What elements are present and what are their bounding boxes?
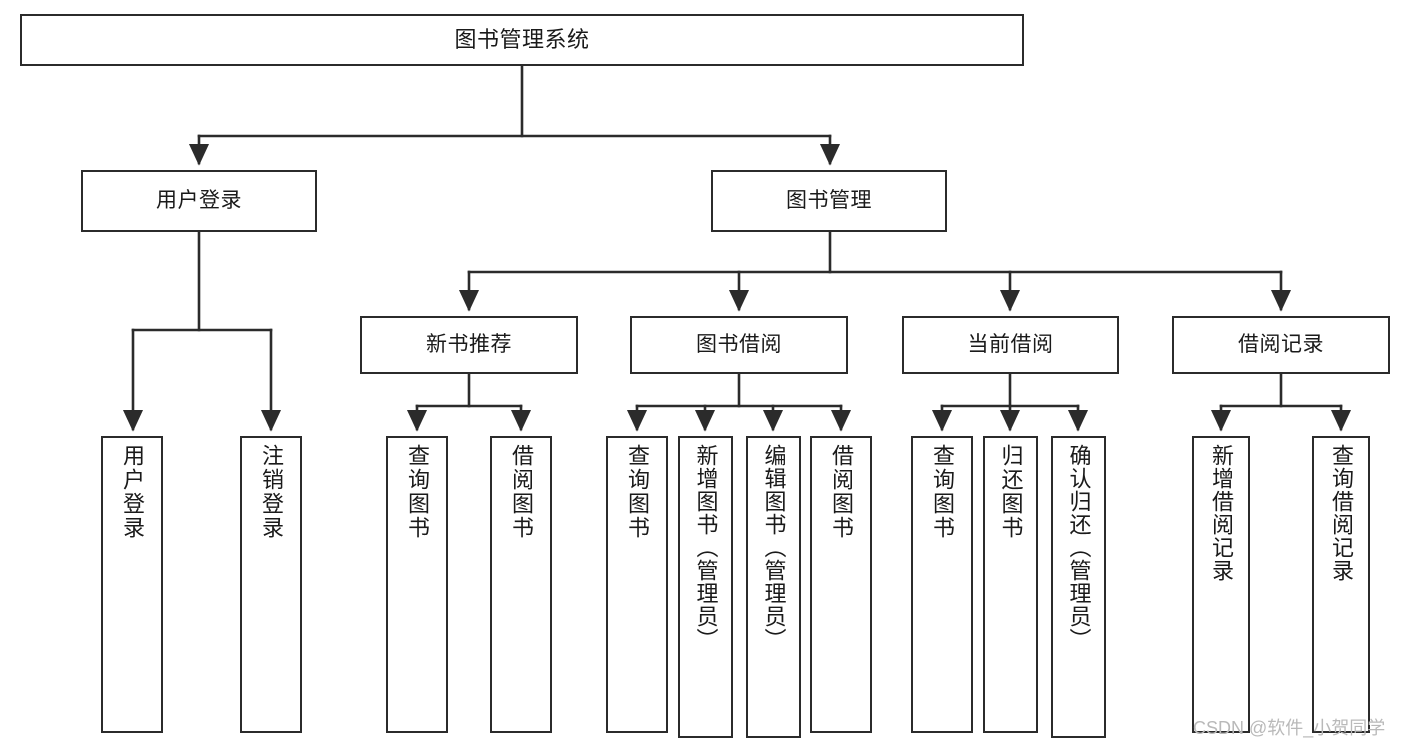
node-label: 查询图书 bbox=[625, 444, 650, 540]
node-leaf-user-login[interactable]: 用户登录 bbox=[101, 436, 163, 733]
node-leaf-user-logout[interactable]: 注销登录 bbox=[240, 436, 302, 733]
node-leaf-query-book-current[interactable]: 查询图书 bbox=[911, 436, 973, 733]
node-leaf-borrow-book[interactable]: 借阅图书 bbox=[810, 436, 872, 733]
watermark-text: CSDN @软件_小贺同学 bbox=[1193, 718, 1386, 738]
node-root-book-management-system[interactable]: 图书管理系统 bbox=[20, 14, 1024, 66]
node-leaf-return-book[interactable]: 归还图书 bbox=[983, 436, 1038, 733]
node-current-borrow[interactable]: 当前借阅 bbox=[902, 316, 1119, 374]
node-label: 新增借阅记录 bbox=[1209, 444, 1234, 582]
node-label: 用户登录 bbox=[156, 188, 242, 212]
node-new-book-recommend[interactable]: 新书推荐 bbox=[360, 316, 578, 374]
node-leaf-add-book-admin[interactable]: 新增图书（管理员） bbox=[678, 436, 733, 738]
node-label: 查询图书 bbox=[405, 444, 430, 540]
node-user-login[interactable]: 用户登录 bbox=[81, 170, 317, 232]
node-leaf-add-borrow-record[interactable]: 新增借阅记录 bbox=[1192, 436, 1250, 733]
node-label: 当前借阅 bbox=[967, 332, 1054, 356]
node-label: 新增图书（管理员） bbox=[693, 444, 719, 651]
node-label: 借阅记录 bbox=[1238, 332, 1324, 356]
node-label: 图书管理系统 bbox=[454, 27, 590, 53]
node-label: 借阅图书 bbox=[509, 444, 534, 540]
node-label: 图书管理 bbox=[786, 188, 872, 212]
node-leaf-query-book-recommend[interactable]: 查询图书 bbox=[386, 436, 448, 733]
node-leaf-borrow-book-recommend[interactable]: 借阅图书 bbox=[490, 436, 552, 733]
node-label: 借阅图书 bbox=[829, 444, 854, 540]
node-label: 编辑图书（管理员） bbox=[761, 444, 787, 651]
node-label: 查询图书 bbox=[930, 444, 955, 540]
node-label: 注销登录 bbox=[259, 444, 284, 540]
node-leaf-query-book-borrow[interactable]: 查询图书 bbox=[606, 436, 668, 733]
node-label: 查询借阅记录 bbox=[1329, 444, 1354, 582]
node-borrow-record[interactable]: 借阅记录 bbox=[1172, 316, 1390, 374]
node-label: 归还图书 bbox=[998, 444, 1024, 540]
node-label: 确认归还（管理员） bbox=[1066, 444, 1092, 651]
node-book-management[interactable]: 图书管理 bbox=[711, 170, 947, 232]
node-label: 用户登录 bbox=[120, 444, 145, 540]
node-leaf-query-borrow-record[interactable]: 查询借阅记录 bbox=[1312, 436, 1370, 733]
node-book-borrow[interactable]: 图书借阅 bbox=[630, 316, 848, 374]
node-leaf-edit-book-admin[interactable]: 编辑图书（管理员） bbox=[746, 436, 801, 738]
node-label: 图书借阅 bbox=[696, 332, 782, 356]
node-leaf-confirm-return-admin[interactable]: 确认归还（管理员） bbox=[1051, 436, 1106, 738]
node-label: 新书推荐 bbox=[426, 332, 512, 356]
